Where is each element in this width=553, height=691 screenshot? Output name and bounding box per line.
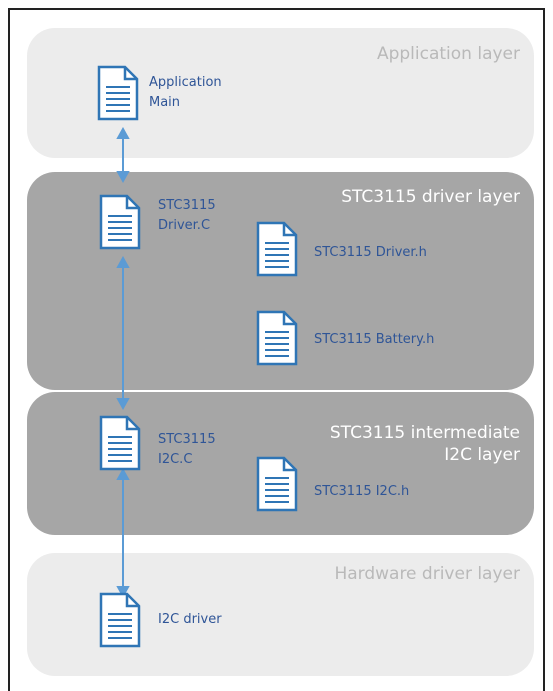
hardware-layer-title: Hardware driver layer bbox=[334, 564, 520, 584]
i2c-driver-label: I2C driver bbox=[158, 612, 222, 627]
document-icon bbox=[99, 194, 141, 250]
document-icon bbox=[256, 221, 298, 277]
document-icon bbox=[256, 310, 298, 366]
document-icon bbox=[99, 415, 141, 471]
battery-h-label: STC3115 Battery.h bbox=[314, 332, 435, 347]
application-main-label: Application Main bbox=[149, 75, 222, 110]
application-layer-title: Application layer bbox=[376, 44, 520, 64]
document-icon bbox=[256, 456, 298, 512]
intermediate-layer-title: STC3115 intermediate I2C layer bbox=[329, 423, 520, 465]
i2c-c-label: STC3115 I2C.C bbox=[158, 432, 216, 467]
document-icon bbox=[97, 65, 139, 121]
document-icon bbox=[99, 592, 141, 648]
driver-layer-title: STC3115 driver layer bbox=[341, 187, 520, 207]
driver-c-label: STC3115 Driver.C bbox=[158, 198, 216, 233]
i2c-h-label: STC3115 I2C.h bbox=[314, 484, 410, 499]
driver-h-label: STC3115 Driver.h bbox=[314, 245, 427, 260]
